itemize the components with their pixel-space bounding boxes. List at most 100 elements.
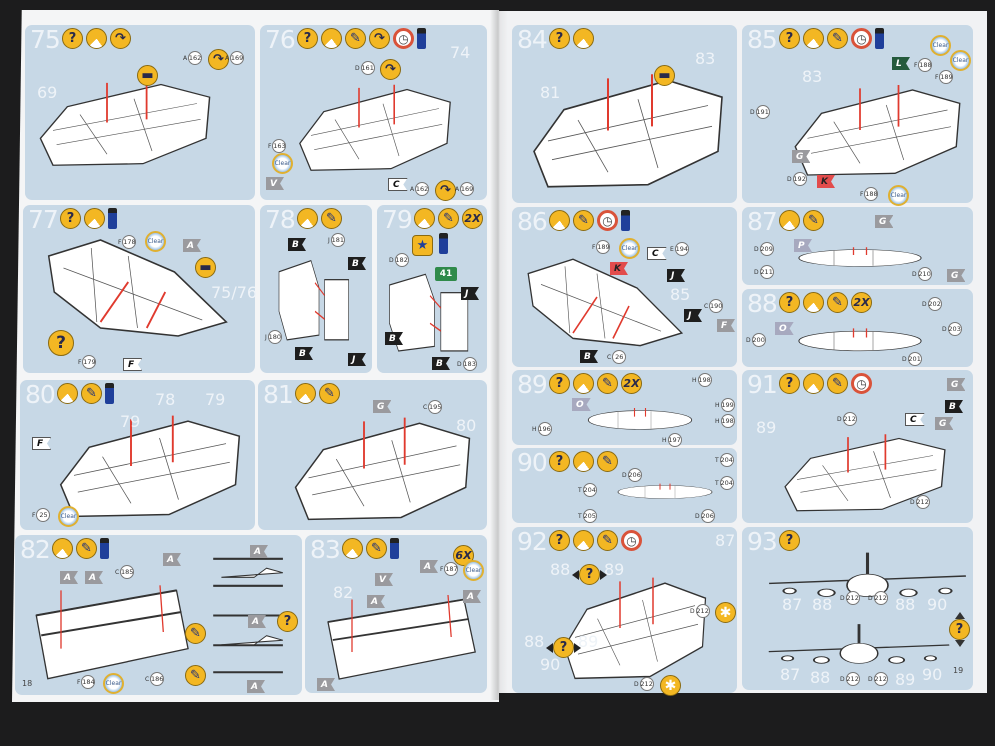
step-reference: 90 bbox=[927, 595, 948, 614]
step-number: 87 bbox=[747, 207, 778, 236]
sprue-letter: D bbox=[910, 498, 915, 506]
paint-color-flag: J bbox=[684, 309, 702, 322]
step-reference: 89 bbox=[895, 670, 916, 689]
paint-icon: ✎ bbox=[76, 538, 97, 559]
sprue-letter: D bbox=[922, 300, 927, 308]
paint-color-flag: L bbox=[892, 57, 910, 70]
step-icons: ? bbox=[779, 530, 800, 551]
step-icons: ✎◷ bbox=[549, 210, 630, 231]
help-icon: ? bbox=[779, 530, 800, 551]
part-number: 169 bbox=[460, 182, 475, 196]
assembly-drawing bbox=[617, 483, 713, 499]
sprue-letter: C bbox=[607, 353, 612, 361]
sprue-letter: A bbox=[225, 54, 230, 62]
step-icons: ✎ bbox=[52, 538, 109, 559]
step-number: 92 bbox=[517, 527, 548, 556]
page-number-left: 18 bbox=[22, 679, 33, 688]
sprue-letter: F bbox=[77, 678, 81, 686]
part-number: 196 bbox=[537, 422, 552, 436]
part-number: 181 bbox=[330, 233, 345, 247]
paint-color-flag: B bbox=[348, 257, 366, 270]
assembly-drawing bbox=[35, 585, 189, 680]
paint-icon: ✎ bbox=[185, 665, 206, 686]
part-number: 212 bbox=[845, 672, 860, 686]
part-number: 188 bbox=[918, 58, 933, 72]
sprue-letter: F bbox=[268, 142, 272, 150]
paint-color-flag: A bbox=[367, 595, 385, 608]
part-number: 206 bbox=[700, 509, 715, 523]
sprue-letter: C bbox=[145, 675, 150, 683]
mult-icon: 2X bbox=[462, 208, 483, 229]
assembly-drawing bbox=[798, 328, 922, 352]
sprue-letter: H bbox=[715, 417, 720, 425]
step-number: 91 bbox=[747, 370, 778, 399]
paint-color-flag: J bbox=[348, 353, 366, 366]
part-number: 182 bbox=[394, 253, 409, 267]
sprue-letter: T bbox=[715, 479, 719, 487]
part-number: 206 bbox=[627, 468, 642, 482]
part-number: 212 bbox=[695, 604, 710, 618]
sprue-letter: D bbox=[690, 607, 695, 615]
glue-icon bbox=[295, 383, 316, 404]
step-icons: ✎ bbox=[779, 210, 824, 231]
callout-icon-wrap: ✱ bbox=[660, 675, 681, 696]
paint-icon: ✎ bbox=[321, 208, 342, 229]
step-reference: 89 bbox=[578, 632, 599, 651]
callout-icon-wrap: ↷ bbox=[208, 49, 229, 70]
callout-icon-wrap: ✱ bbox=[715, 602, 736, 623]
glue-icon bbox=[779, 210, 800, 231]
paint-color-flag: B bbox=[385, 332, 403, 345]
paint-color-flag: G bbox=[947, 269, 966, 282]
assembly-drawing bbox=[533, 74, 723, 188]
step-reference: 74 bbox=[450, 43, 471, 62]
step-reference: 78 bbox=[155, 390, 176, 409]
glue-icon bbox=[86, 28, 107, 49]
part-number: 204 bbox=[582, 483, 597, 497]
glue-icon bbox=[321, 28, 342, 49]
sprue-letter: T bbox=[578, 486, 582, 494]
assembly-drawing bbox=[327, 594, 476, 680]
step-icons: ?✎◷ bbox=[779, 28, 884, 49]
step-icons: ?✎2X bbox=[779, 292, 872, 313]
sprue-letter: F bbox=[914, 61, 918, 69]
paint-color-flag: B bbox=[580, 350, 598, 363]
step-reference: 85 bbox=[670, 285, 691, 304]
callout-icon-wrap: ? bbox=[277, 611, 298, 632]
clear-icon: Clear bbox=[272, 153, 293, 174]
assembly-drawing bbox=[39, 79, 211, 166]
paint-color-flag: G bbox=[947, 378, 966, 391]
sprue-letter: F bbox=[440, 565, 444, 573]
step-reference: 88 bbox=[812, 595, 833, 614]
part-number: 191 bbox=[755, 105, 770, 119]
paint-color-flag: A bbox=[420, 560, 438, 573]
step-number: 82 bbox=[20, 535, 51, 564]
part-number: 185 bbox=[120, 565, 135, 579]
part-number: 190 bbox=[709, 299, 724, 313]
callout-icon-wrap: Clear bbox=[58, 506, 79, 527]
part-number: 200 bbox=[751, 333, 766, 347]
assembly-drawing bbox=[798, 247, 922, 267]
part-number: 180 bbox=[267, 330, 282, 344]
mult-icon: 2X bbox=[851, 292, 872, 313]
part-number: 189 bbox=[596, 240, 611, 254]
part-number: 197 bbox=[667, 433, 682, 447]
alternative-position-vertical-icon: ? bbox=[949, 607, 970, 652]
paint-color-flag: K bbox=[610, 262, 628, 275]
sprue-letter: D bbox=[634, 680, 639, 688]
help-icon: ? bbox=[549, 373, 570, 394]
